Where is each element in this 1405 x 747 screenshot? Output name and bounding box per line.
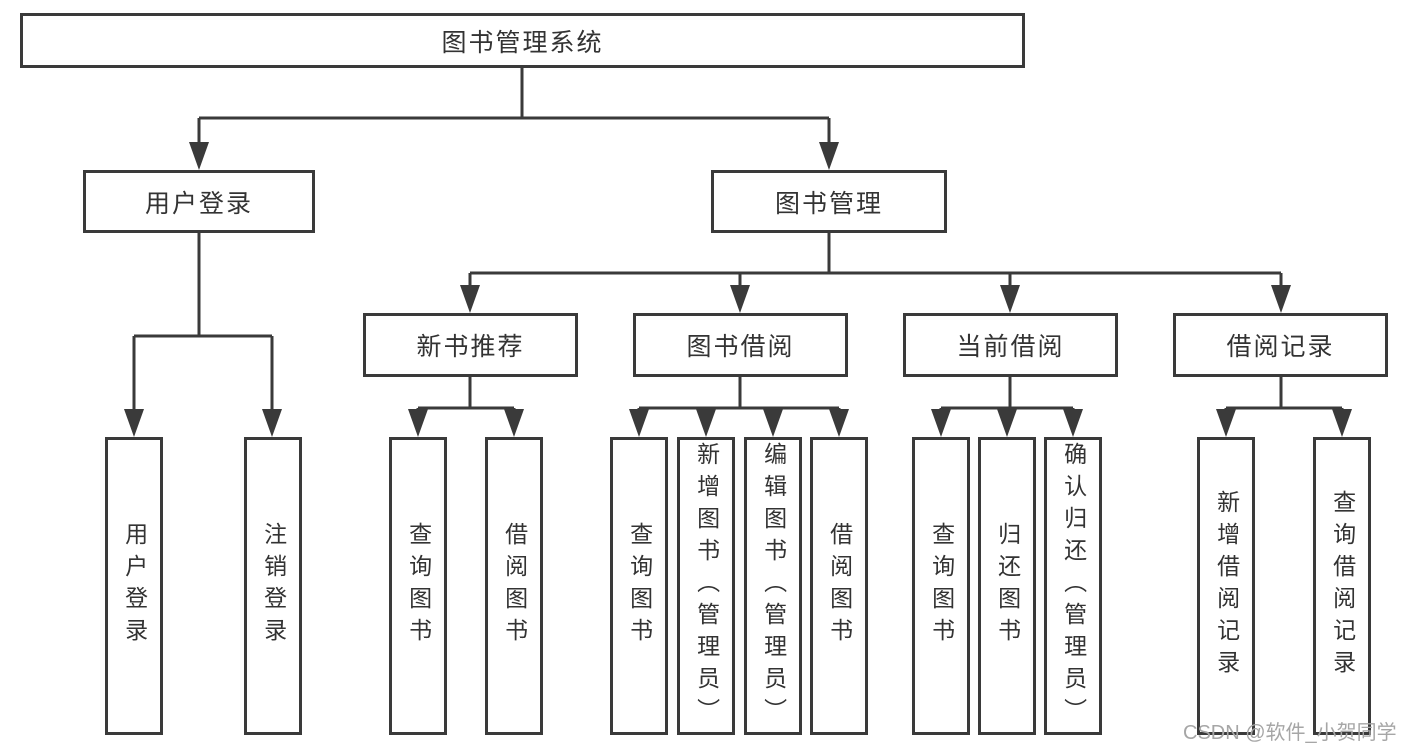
leaf-add-book-admin: 新增图书（管理员） [677, 437, 735, 735]
node-label: 图书借阅 [686, 333, 795, 361]
node-label: 新书推荐 [416, 333, 525, 361]
leaf-label: 查询图书 [928, 522, 955, 650]
node-new-book-recommend: 新书推荐 [363, 313, 578, 377]
leaf-label: 查询图书 [405, 522, 432, 650]
leaf-label: 编辑图书（管理员） [760, 442, 787, 730]
node-borrow-records: 借阅记录 [1173, 313, 1388, 377]
leaf-add-borrow-record: 新增借阅记录 [1197, 437, 1255, 735]
leaf-confirm-return-admin: 确认归还（管理员） [1044, 437, 1102, 735]
node-label: 图书管理 [774, 189, 883, 218]
leaf-query-books-recommend: 查询图书 [389, 437, 447, 735]
leaf-label: 查询图书 [626, 522, 653, 650]
node-book-borrow: 图书借阅 [633, 313, 848, 377]
leaf-logout: 注销登录 [244, 437, 302, 735]
node-system-root: 图书管理系统 [20, 13, 1025, 68]
leaf-label: 借阅图书 [826, 522, 853, 650]
leaf-query-borrow-record: 查询借阅记录 [1313, 437, 1371, 735]
node-label: 借阅记录 [1226, 333, 1335, 361]
node-label: 用户登录 [144, 189, 253, 218]
leaf-label: 查询借阅记录 [1329, 490, 1356, 682]
leaf-label: 归还图书 [994, 522, 1021, 650]
leaf-borrow-books: 借阅图书 [810, 437, 868, 735]
leaf-query-books-current: 查询图书 [912, 437, 970, 735]
leaf-user-login: 用户登录 [105, 437, 163, 735]
csdn-watermark: CSDN @软件_小贺同学 [1183, 722, 1397, 744]
leaf-label: 用户登录 [121, 522, 148, 650]
leaf-label: 新增借阅记录 [1213, 490, 1240, 682]
node-label: 当前借阅 [956, 333, 1065, 361]
leaf-borrow-books-recommend: 借阅图书 [485, 437, 543, 735]
leaf-return-book: 归还图书 [978, 437, 1036, 735]
leaf-label: 确认归还（管理员） [1060, 442, 1087, 730]
leaf-query-books-borrow: 查询图书 [610, 437, 668, 735]
node-label: 图书管理系统 [441, 28, 604, 57]
leaf-edit-book-admin: 编辑图书（管理员） [744, 437, 802, 735]
leaf-label: 注销登录 [260, 522, 287, 650]
node-user-login: 用户登录 [83, 170, 315, 233]
node-current-borrow: 当前借阅 [903, 313, 1118, 377]
leaf-label: 借阅图书 [501, 522, 528, 650]
leaf-label: 新增图书（管理员） [693, 442, 720, 730]
node-book-management: 图书管理 [711, 170, 947, 233]
